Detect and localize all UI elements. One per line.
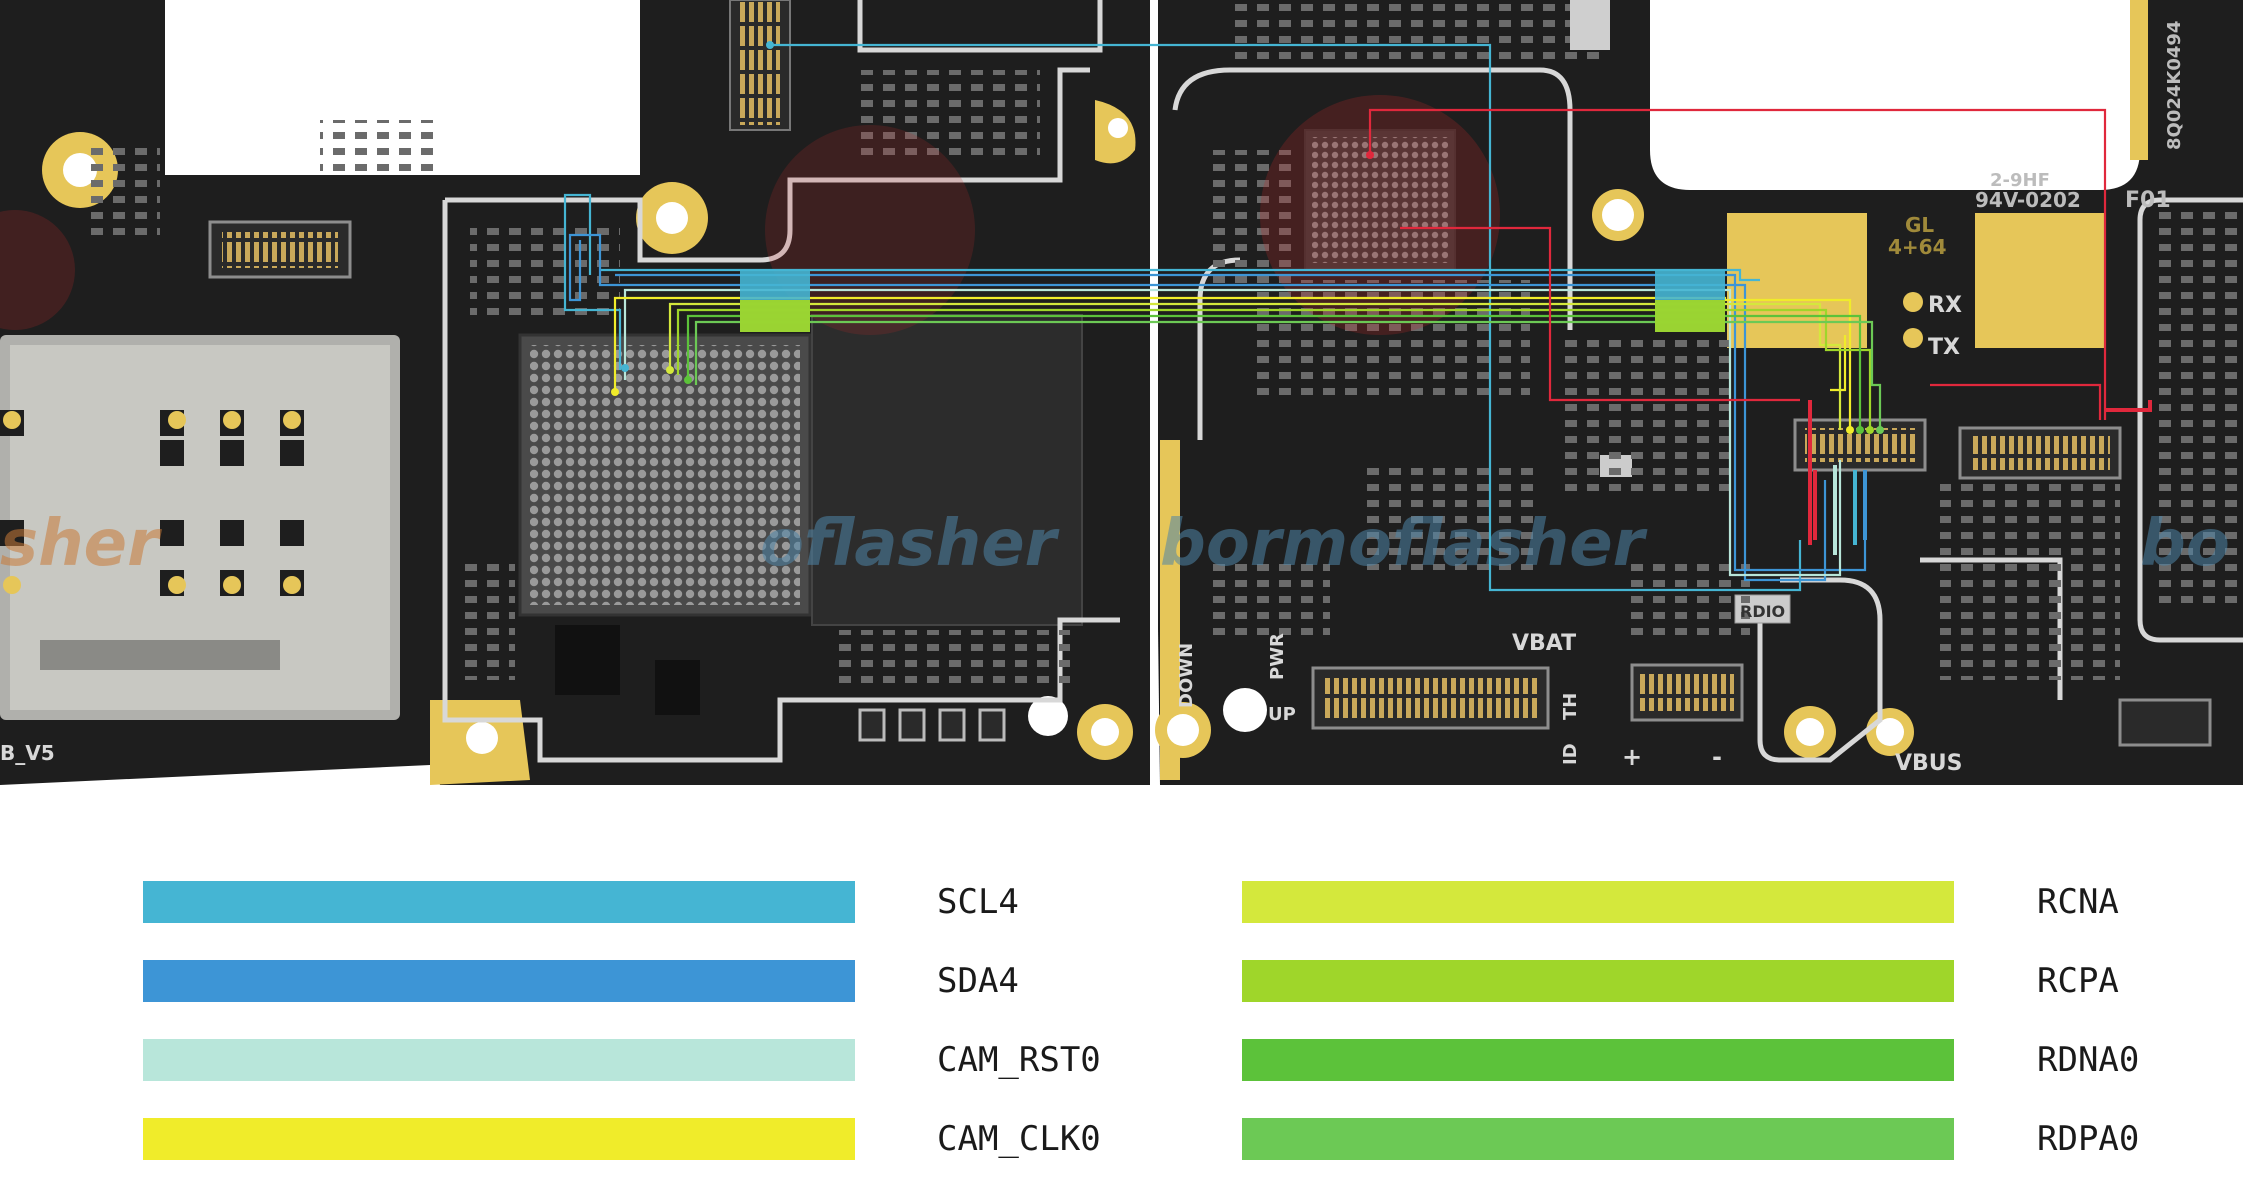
label-tx: TX [1928,335,1960,360]
legend-label-rcna: RCNA [2037,882,2119,922]
label-gl-sub: 4+64 [1888,235,1947,259]
legend-label-rdna0: RDNA0 [2037,1040,2140,1080]
label-side-code: 8Q024K0494 [2164,21,2185,150]
legend-swatch-scl4 [143,881,855,923]
right-board-section [1150,0,2243,785]
label-rdio: RDIO [1740,602,1785,621]
legend-label-cam-rst0: CAM_RST0 [937,1040,1101,1080]
label-left-edge: B_V5 [0,741,55,765]
legend-label-cam-clk0: CAM_CLK0 [937,1119,1101,1159]
label-up: UP [1268,704,1296,725]
label-plus: + [1622,743,1642,771]
watermark-text-right: bormoflasher [1160,507,1648,581]
label-pwr: PWR [1267,633,1288,680]
watermark-text-left: sher [0,507,162,581]
label-marking-1: 2-9HF [1990,170,2050,191]
label-vbus: VBUS [1895,751,1963,776]
legend-swatch-cam-clk0 [143,1118,855,1160]
legend-swatch-cam-rst0 [143,1039,855,1081]
legend-label-rdpa0: RDPA0 [2037,1119,2140,1159]
label-th: TH [1560,693,1581,720]
legend-swatch-rcna [1242,881,1954,923]
left-board-section [0,0,1150,785]
legend-swatch-rcpa [1242,960,1954,1002]
legend-swatch-sda4 [143,960,855,1002]
label-gl: GL [1905,213,1934,237]
label-minus: - [1712,743,1722,771]
label-down: DOWN [1176,643,1197,708]
signal-traces [563,41,2152,592]
pcb-board-photo: sher oflasher bormoflasher bo RX TX VBAT… [0,0,2243,785]
label-marking-2: 94V-0202 [1975,188,2081,212]
legend-label-scl4: SCL4 [937,882,1019,922]
watermark-text-mid: oflasher [760,507,1060,581]
legend-label-rcpa: RCPA [2037,961,2119,1001]
label-vbat: VBAT [1512,631,1576,656]
signal-legend: SCL4 SDA4 CAM_RST0 CAM_CLK0 RCNA RCPA RD… [0,860,2243,1190]
legend-swatch-rdna0 [1242,1039,1954,1081]
legend-swatch-rdpa0 [1242,1118,1954,1160]
label-rx: RX [1928,293,1962,318]
legend-label-sda4: SDA4 [937,961,1019,1001]
label-marking-3: F01 [2125,188,2171,213]
label-id: ID [1560,743,1581,765]
watermark-text-edge: bo [2140,507,2230,581]
silkscreen-labels: RX TX VBAT VBUS RDIO GL 4+64 2-9HF 94V-0… [0,21,2185,776]
